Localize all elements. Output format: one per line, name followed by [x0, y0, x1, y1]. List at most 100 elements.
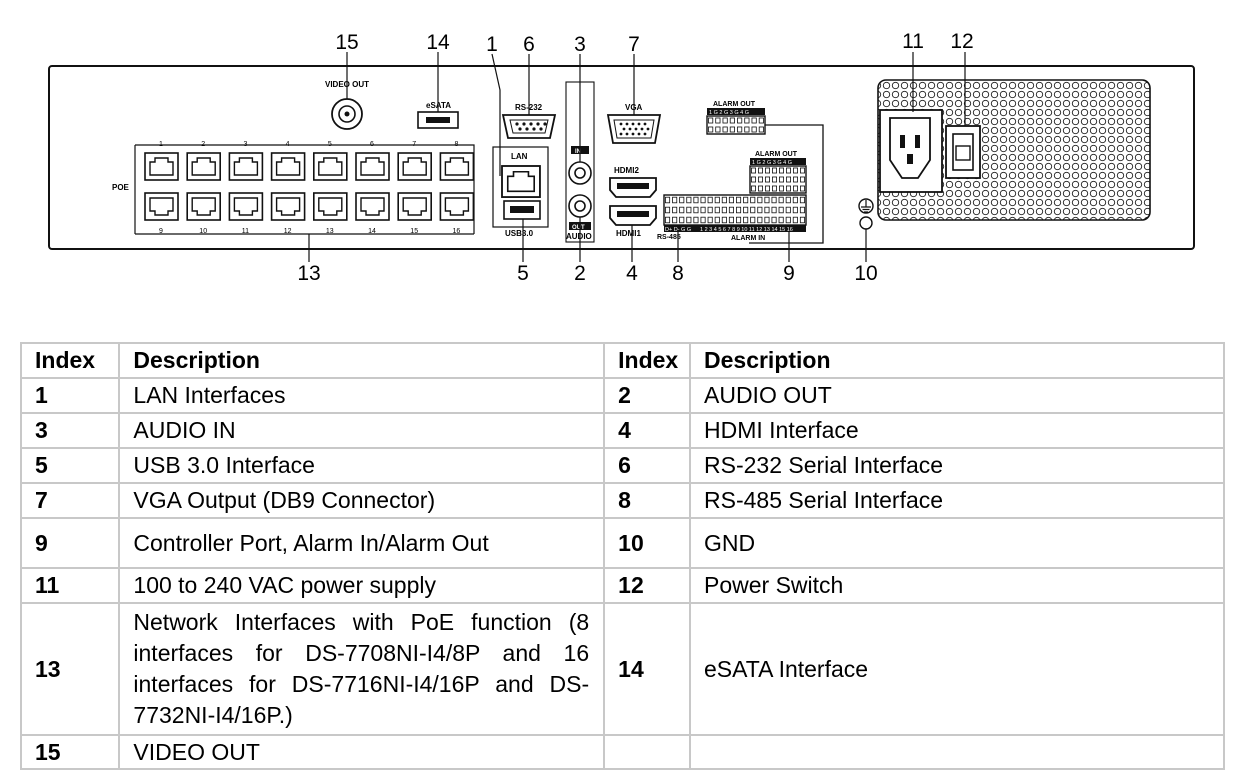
bnc-connector-icon: [331, 98, 363, 130]
header-index-2: Index: [603, 342, 691, 379]
row-description-2: eSATA Interface: [689, 602, 1225, 736]
hdmi1-port-icon: [609, 205, 657, 226]
row-index-2: 8: [603, 482, 691, 519]
poe-port-icon: [312, 152, 348, 181]
callout-7: 7: [628, 33, 640, 56]
row-index: 15: [19, 734, 121, 770]
hdmi2-port-icon: [609, 177, 657, 198]
row-index-2: 4: [603, 412, 691, 449]
vga-port-icon: [606, 114, 662, 144]
lan-frame: [492, 146, 549, 228]
poe-port-icon: [186, 152, 221, 181]
header-description-2: Description: [689, 342, 1225, 379]
row-description: VGA Output (DB9 Connector): [118, 482, 606, 519]
callout-15: 15: [335, 31, 358, 54]
row-description: AUDIO IN: [118, 412, 606, 449]
poe-port-icon: [144, 192, 179, 221]
callout-5: 5: [517, 262, 529, 285]
row-index: 5: [19, 447, 121, 484]
esata-port-icon: [417, 111, 459, 129]
leader-lines: [308, 52, 966, 262]
poe-port-number: 2: [201, 141, 205, 148]
hdmi1-label: HDMI1: [616, 229, 641, 238]
row-description-2: GND: [689, 517, 1225, 569]
poe-port-icon: [186, 192, 221, 221]
callout-numbers: 15 14 1 6 3 7 11 12 13 5 2 4 8 9 10: [297, 30, 973, 285]
callout-9: 9: [783, 262, 795, 285]
poe-port-icon: [270, 152, 306, 181]
row-index-2: 12: [603, 567, 691, 604]
callout-8: 8: [672, 262, 684, 285]
table-row: 11 100 to 240 VAC power supply 12 Power …: [19, 567, 1225, 604]
psu-vent-grille: [877, 79, 1151, 221]
row-index-2: 2: [603, 377, 691, 414]
table-row: 3 AUDIO IN 4 HDMI Interface: [19, 412, 1225, 449]
poe-port-number: 9: [159, 228, 163, 235]
row-description: 100 to 240 VAC power supply: [118, 567, 606, 604]
rs485-pins: D+ D- G G: [665, 227, 691, 233]
row-index-2: [603, 734, 691, 770]
rs232-port-icon: [501, 114, 557, 139]
row-index: 13: [19, 602, 121, 736]
alarm-out-mid-pins: 1 G 2 G 3 G 4 G: [752, 160, 792, 166]
audio-out-label: OUT: [572, 225, 585, 231]
audio-in-label: IN: [575, 149, 581, 155]
poe-port-number: 13: [326, 228, 334, 235]
header-index: Index: [19, 342, 121, 379]
callout-10: 10: [854, 262, 877, 285]
row-description-2: [689, 734, 1225, 770]
esata-label: eSATA: [426, 101, 451, 110]
row-index: 3: [19, 412, 121, 449]
lan-port-icon: [501, 165, 541, 198]
callout-3: 3: [574, 33, 586, 56]
poe-port-number: 15: [410, 228, 418, 235]
row-description: LAN Interfaces: [118, 377, 606, 414]
poe-port-icon: [439, 152, 475, 181]
poe-port-number: 4: [286, 141, 290, 148]
row-index: 1: [19, 377, 121, 414]
callout-11: 11: [902, 30, 924, 53]
power-inlet-icon: [879, 109, 943, 193]
poe-port-icon: [312, 192, 348, 221]
header-description: Description: [118, 342, 606, 379]
row-index: 7: [19, 482, 121, 519]
callout-4: 4: [626, 262, 638, 285]
alarm-out-mid-label: ALARM OUT: [755, 151, 798, 158]
row-description: USB 3.0 Interface: [118, 447, 606, 484]
alarm-out-link-line: [749, 124, 824, 244]
alarm-out-top-label: ALARM OUT: [713, 101, 756, 108]
table-row: 15 VIDEO OUT: [19, 734, 1225, 770]
alarm-in-pins: 1 2 3 4 5 6 7 8 9 10 11 12 13 14 15 16: [700, 227, 793, 233]
row-index-2: 10: [603, 517, 691, 569]
poe-port-number: 14: [368, 228, 376, 235]
poe-port-number: 10: [199, 228, 207, 235]
row-description-2: RS-232 Serial Interface: [689, 447, 1225, 484]
poe-port-icon: [355, 152, 390, 181]
poe-port-number: 1: [159, 141, 163, 148]
poe-port-number: 8: [454, 141, 458, 148]
poe-label: POE: [112, 183, 130, 192]
row-description-2: Power Switch: [689, 567, 1225, 604]
poe-port-icon: [397, 192, 433, 221]
poe-port-icon: [355, 192, 390, 221]
row-description: Controller Port, Alarm In/Alarm Out: [118, 517, 606, 569]
poe-port-icon: [397, 152, 433, 181]
poe-port-icon: [228, 192, 264, 221]
poe-port-icon: [439, 192, 475, 221]
row-description-2: AUDIO OUT: [689, 377, 1225, 414]
hdmi2-label: HDMI2: [614, 166, 639, 175]
alarm-in-terminal: [663, 194, 807, 226]
alarm-out-mid-terminal: [749, 165, 807, 194]
row-index-2: 6: [603, 447, 691, 484]
poe-port-icon: [144, 152, 179, 181]
lan-label: LAN: [511, 152, 528, 161]
poe-port-number: 11: [242, 228, 249, 235]
interface-table: Index Description Index Description 1 LA…: [19, 342, 1225, 770]
alarm-in-label: ALARM IN: [731, 235, 765, 242]
poe-port-number: 3: [243, 141, 247, 148]
rs485-label: RS-485: [657, 234, 681, 241]
poe-port-number: 16: [453, 228, 461, 235]
callout-12: 12: [950, 30, 973, 53]
usb-port-icon: [503, 200, 541, 220]
